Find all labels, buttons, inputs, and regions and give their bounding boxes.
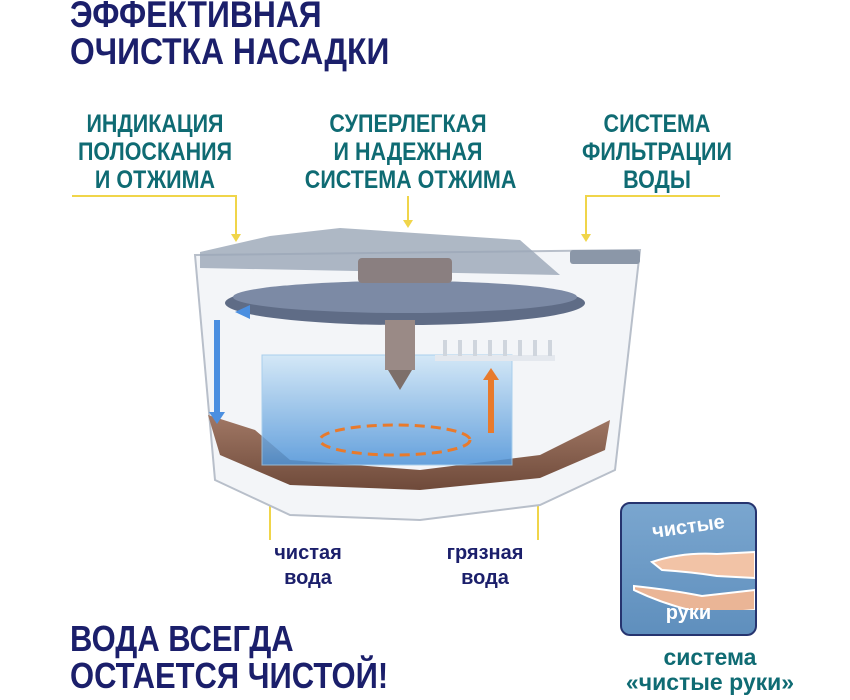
label-clean-water: чистая вода [258,541,358,591]
feature-line: ИНДИКАЦИЯ [86,110,224,138]
badge-bottom-text: руки [665,602,712,624]
label-line: вода [284,567,332,589]
tagline-line1: ВОДА ВСЕГДА [70,618,294,659]
feature-wringing-system: СУПЕРЛЕГКАЯ И НАДЕЖНАЯ СИСТЕМА ОТЖИМА [304,110,517,194]
feature-water-filtration: СИСТЕМА ФИЛЬТРАЦИИ ВОДЫ [571,110,743,194]
tagline: ВОДА ВСЕГДА ОСТАЕТСЯ ЧИСТОЙ! [70,620,388,694]
feature-line: И НАДЕЖНАЯ [333,138,483,166]
feature-line: ПОЛОСКАНИЯ [77,138,233,166]
label-line: чистая [274,542,342,564]
label-dirty-water: грязная вода [430,541,540,591]
caption-line1: система [663,644,757,670]
feature-line: СИСТЕМА [603,110,711,138]
feature-line: ВОДЫ [623,166,691,194]
headline-line2: ОЧИСТКА НАСАДКИ [70,31,390,72]
feature-line: СУПЕРЛЕГКАЯ [329,110,487,138]
label-line: грязная [446,542,524,564]
label-line: вода [461,567,509,589]
clean-hands-badge: чистые руки [620,502,757,636]
tagline-line2: ОСТАЕТСЯ ЧИСТОЙ! [70,655,389,696]
feature-line: И ОТЖИМА [94,166,216,194]
feature-line: ФИЛЬТРАЦИИ [582,138,732,166]
headline-line1: ЭФФЕКТИВНАЯ [70,0,322,35]
caption-line2: «чистые руки» [625,669,795,695]
clean-hands-caption: система «чистые руки» [620,645,800,695]
hands-icon [633,550,755,610]
feature-rinse-indication: ИНДИКАЦИЯ ПОЛОСКАНИЯ И ОТЖИМА [69,110,241,194]
feature-line: СИСТЕМА ОТЖИМА [304,166,517,194]
headline: ЭФФЕКТИВНАЯ ОЧИСТКА НАСАДКИ [70,0,389,70]
